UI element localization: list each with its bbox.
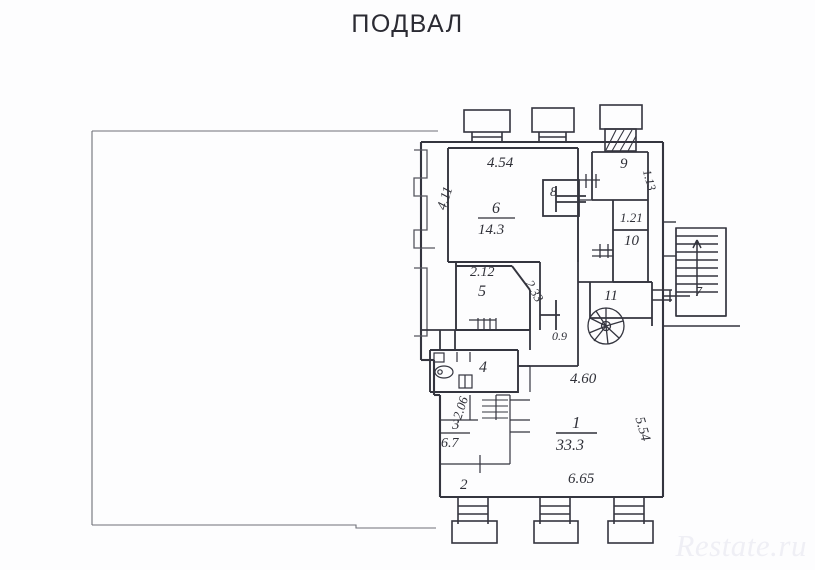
room-11-number: 11 xyxy=(604,288,618,304)
right-side-details xyxy=(652,221,727,316)
dim-room5-diag: 2.33 xyxy=(522,277,547,305)
dim-room10-top: 1.21 xyxy=(620,210,643,225)
room-3-area: 6.7 xyxy=(441,436,460,451)
door-threshold-marks xyxy=(420,224,531,473)
dim-room5-top: 2.12 xyxy=(470,265,495,280)
hatched-pier-top xyxy=(604,128,637,152)
room-3-stair-hatch xyxy=(482,399,508,419)
dim-room1-top: 4.60 xyxy=(570,371,597,387)
watermark: Restate.ru xyxy=(675,528,807,563)
top-wall-openings xyxy=(463,104,643,142)
left-boundary-steps xyxy=(413,149,435,337)
room-2-label: 2 xyxy=(460,477,468,493)
room-7-label: 7 xyxy=(695,285,703,300)
room-1-label: 1 33.3 xyxy=(555,413,597,454)
room-8-walls xyxy=(542,179,586,217)
room-10-label: 10 xyxy=(624,233,640,249)
dim-room3-right: 2.06 xyxy=(450,394,471,421)
room-9-walls xyxy=(591,151,649,201)
exterior-stair-7 xyxy=(663,227,740,327)
room-9-label: 9 xyxy=(620,156,628,172)
room-11-label: 11 xyxy=(604,288,618,304)
room-5-door xyxy=(469,318,497,330)
page-title: ПОДВАЛ xyxy=(351,10,464,38)
wall-opening-marks xyxy=(578,174,613,258)
room-7-number: 7 xyxy=(695,285,703,300)
room-5-walls xyxy=(455,262,531,331)
room-6-label: 6 14.3 xyxy=(478,200,515,238)
room-4-number: 4 xyxy=(479,359,487,376)
room-6-area: 14.3 xyxy=(478,222,504,238)
room-3-label: 3 6.7 xyxy=(440,417,470,451)
room-6-number: 6 xyxy=(492,200,500,217)
room-4-label: 4 xyxy=(479,359,487,376)
room-5-label: 5 xyxy=(478,283,486,300)
room-9-number: 9 xyxy=(620,156,628,172)
room-3-number: 3 xyxy=(451,417,460,433)
room-1-number: 1 xyxy=(572,413,581,432)
room-1-area: 33.3 xyxy=(555,437,584,454)
room-10-number: 10 xyxy=(624,233,640,249)
dim-room1-right: 5.54 xyxy=(632,415,653,443)
dim-room6-top: 4.54 xyxy=(487,155,514,171)
adjacent-area-outline xyxy=(91,130,438,529)
dim-room6-left: 4.11 xyxy=(435,185,457,212)
room-4-fixtures xyxy=(433,352,473,389)
dim-room9-right: 1.13 xyxy=(640,168,659,192)
spiral-staircase-icon xyxy=(587,307,625,345)
room-8-label: 8 xyxy=(550,185,557,200)
bottom-wall-openings xyxy=(451,497,654,544)
room-8-number: 8 xyxy=(550,185,557,200)
room-2-number: 2 xyxy=(460,477,468,493)
interior-partitions xyxy=(421,262,579,367)
dim-room1-bottom: 6.65 xyxy=(568,471,595,487)
dimension-labels: 4.54 4.11 2.12 2.33 4.60 6.65 5.54 2.06 … xyxy=(435,155,659,487)
dim-room11-mark: 0.9 xyxy=(552,329,567,343)
room-4-walls xyxy=(429,349,530,393)
room-5-number: 5 xyxy=(478,283,486,300)
